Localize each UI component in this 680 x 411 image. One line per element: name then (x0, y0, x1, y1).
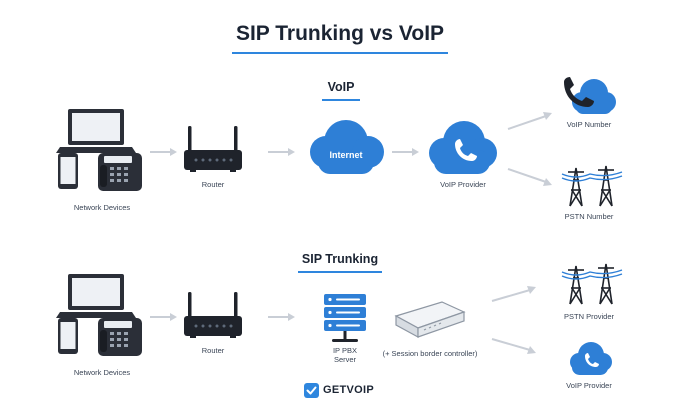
arrow-down-right-icon (491, 338, 536, 354)
voip-provider-cloud-icon (429, 121, 497, 174)
sbc-label: (+ Session border controller) (382, 349, 478, 358)
voip-provider-label: VoIP Provider (440, 180, 486, 189)
internet-label: Internet (329, 150, 362, 160)
arrow-right-icon (150, 148, 177, 156)
voip-section-underline (322, 99, 360, 101)
title-underline (232, 52, 448, 54)
ip-pbx-label: IP PBX Server (315, 346, 375, 364)
arrow-up-right-icon (507, 112, 552, 130)
ip-pbx-server-icon (324, 294, 366, 342)
router-sip-icon (184, 292, 242, 338)
sip-section-underline (298, 271, 382, 273)
arrow-right-icon (268, 148, 295, 156)
network-devices-voip-label: Network Devices (73, 203, 131, 212)
arrow-up-right-icon (491, 286, 536, 302)
voip-number-label: VoIP Number (566, 120, 612, 129)
page-title: SIP Trunking vs VoIP (235, 22, 445, 45)
arrow-right-icon (150, 313, 177, 321)
ip-pbx-label-line1: IP PBX (332, 346, 358, 355)
pstn-tower-icon (561, 165, 623, 207)
voip-provider-cloud-icon (570, 342, 612, 375)
pstn-tower-icon (561, 263, 623, 305)
router-voip-icon (184, 126, 242, 172)
session-border-controller-icon (394, 301, 466, 339)
network-devices-sip-label: Network Devices (73, 368, 131, 377)
network-devices-sip-icon (56, 274, 142, 356)
pstn-number-label: PSTN Number (564, 212, 614, 221)
sip-section-title: SIP Trunking (301, 252, 379, 266)
voip-section-title: VoIP (327, 80, 355, 94)
brand-name: GETVOIP (323, 384, 374, 396)
internet-cloud-icon: Internet (310, 120, 384, 174)
arrow-right-icon (392, 148, 419, 156)
voip-provider-sip-label: VoIP Provider (566, 381, 612, 390)
router-voip-label: Router (201, 180, 225, 189)
check-badge-icon (304, 383, 319, 398)
arrow-right-icon (268, 313, 295, 321)
ip-pbx-label-line2: Server (333, 355, 357, 364)
pstn-provider-label: PSTN Provider (563, 312, 614, 321)
network-devices-voip-icon (56, 109, 142, 191)
router-sip-label: Router (201, 346, 225, 355)
arrow-down-right-icon (507, 168, 552, 186)
voip-number-icon (564, 77, 616, 114)
